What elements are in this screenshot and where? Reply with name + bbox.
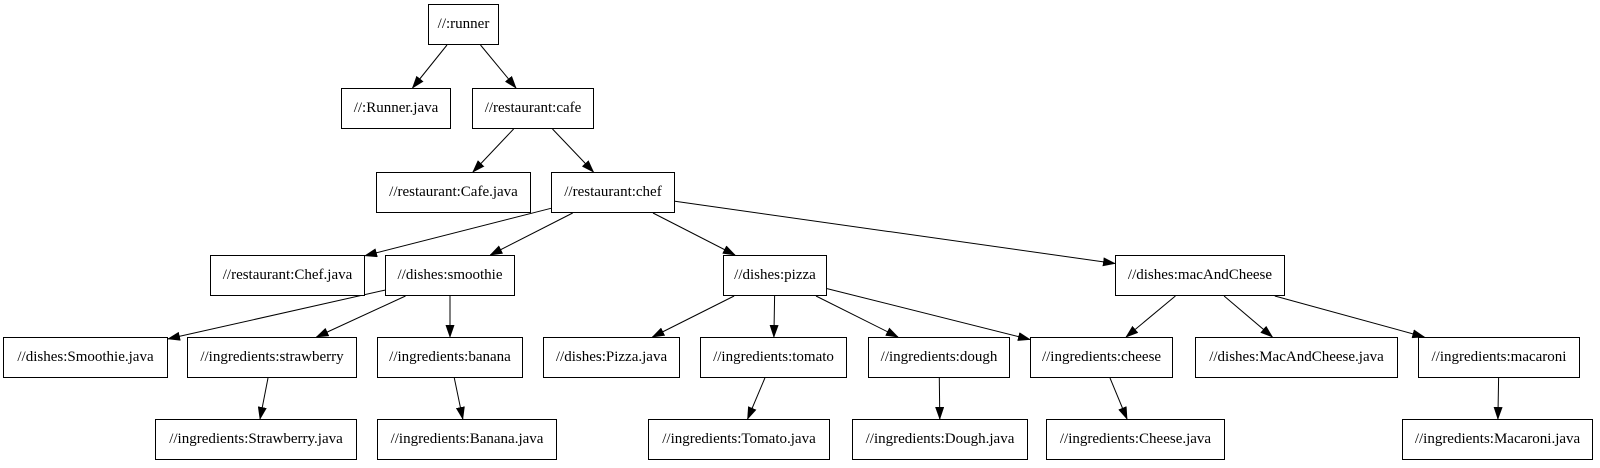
node-chef: //restaurant:chef bbox=[551, 172, 675, 213]
edge-mac_and_cheese-to-cheese bbox=[1125, 295, 1176, 338]
node-tomato: //ingredients:tomato bbox=[700, 337, 847, 378]
edge-chef-to-chef_java bbox=[364, 207, 552, 258]
node-mac_and_cheese_java: //dishes:MacAndCheese.java bbox=[1195, 337, 1398, 378]
edge-smoothie-to-strawberry bbox=[315, 295, 406, 338]
edge-cheese-to-cheese_java bbox=[1109, 377, 1128, 420]
node-smoothie: //dishes:smoothie bbox=[385, 255, 515, 296]
node-dough: //ingredients:dough bbox=[868, 337, 1010, 378]
edge-tomato-to-tomato_java bbox=[747, 377, 766, 420]
edge-mac_and_cheese-to-macaroni bbox=[1274, 295, 1426, 339]
node-pizza: //dishes:pizza bbox=[723, 255, 827, 296]
node-runner_java: //:Runner.java bbox=[341, 88, 451, 129]
node-cheese_java: //ingredients:Cheese.java bbox=[1046, 419, 1225, 460]
node-pizza_java: //dishes:Pizza.java bbox=[543, 337, 680, 378]
edge-chef-to-smoothie bbox=[489, 212, 573, 256]
node-macaroni: //ingredients:macaroni bbox=[1418, 337, 1580, 378]
node-cafe_java: //restaurant:Cafe.java bbox=[376, 172, 531, 213]
edge-mac_and_cheese-to-mac_and_cheese_java bbox=[1223, 295, 1274, 338]
edge-runner-to-cafe bbox=[480, 44, 517, 89]
node-mac_and_cheese: //dishes:macAndCheese bbox=[1115, 255, 1285, 296]
edge-pizza-to-tomato bbox=[769, 295, 779, 338]
node-strawberry: //ingredients:strawberry bbox=[187, 337, 357, 378]
node-smoothie_java: //dishes:Smoothie.java bbox=[3, 337, 168, 378]
node-strawberry_java: //ingredients:Strawberry.java bbox=[155, 419, 357, 460]
node-banana: //ingredients:banana bbox=[377, 337, 523, 378]
node-cafe: //restaurant:cafe bbox=[472, 88, 594, 129]
node-banana_java: //ingredients:Banana.java bbox=[377, 419, 557, 460]
node-cheese: //ingredients:cheese bbox=[1030, 337, 1173, 378]
node-runner: //:runner bbox=[428, 4, 499, 45]
edge-chef-to-mac_and_cheese bbox=[674, 200, 1116, 267]
node-chef_java: //restaurant:Chef.java bbox=[210, 255, 365, 296]
node-macaroni_java: //ingredients:Macaroni.java bbox=[1402, 419, 1593, 460]
edge-macaroni-to-macaroni_java bbox=[1493, 377, 1503, 420]
edge-cafe-to-chef bbox=[552, 128, 595, 173]
node-tomato_java: //ingredients:Tomato.java bbox=[648, 419, 830, 460]
edge-pizza-to-dough bbox=[815, 295, 899, 338]
edge-runner-to-runner_java bbox=[411, 44, 448, 89]
edge-banana-to-banana_java bbox=[453, 377, 465, 420]
edge-cafe-to-cafe_java bbox=[472, 128, 514, 173]
edge-strawberry-to-strawberry_java bbox=[257, 377, 269, 420]
edge-chef-to-pizza bbox=[652, 212, 736, 256]
edge-dough-to-dough_java bbox=[935, 377, 945, 420]
edge-pizza-to-cheese bbox=[826, 288, 1031, 341]
node-dough_java: //ingredients:Dough.java bbox=[852, 419, 1028, 460]
edge-pizza-to-pizza_java bbox=[651, 295, 735, 338]
edge-smoothie-to-smoothie_java bbox=[167, 289, 386, 341]
